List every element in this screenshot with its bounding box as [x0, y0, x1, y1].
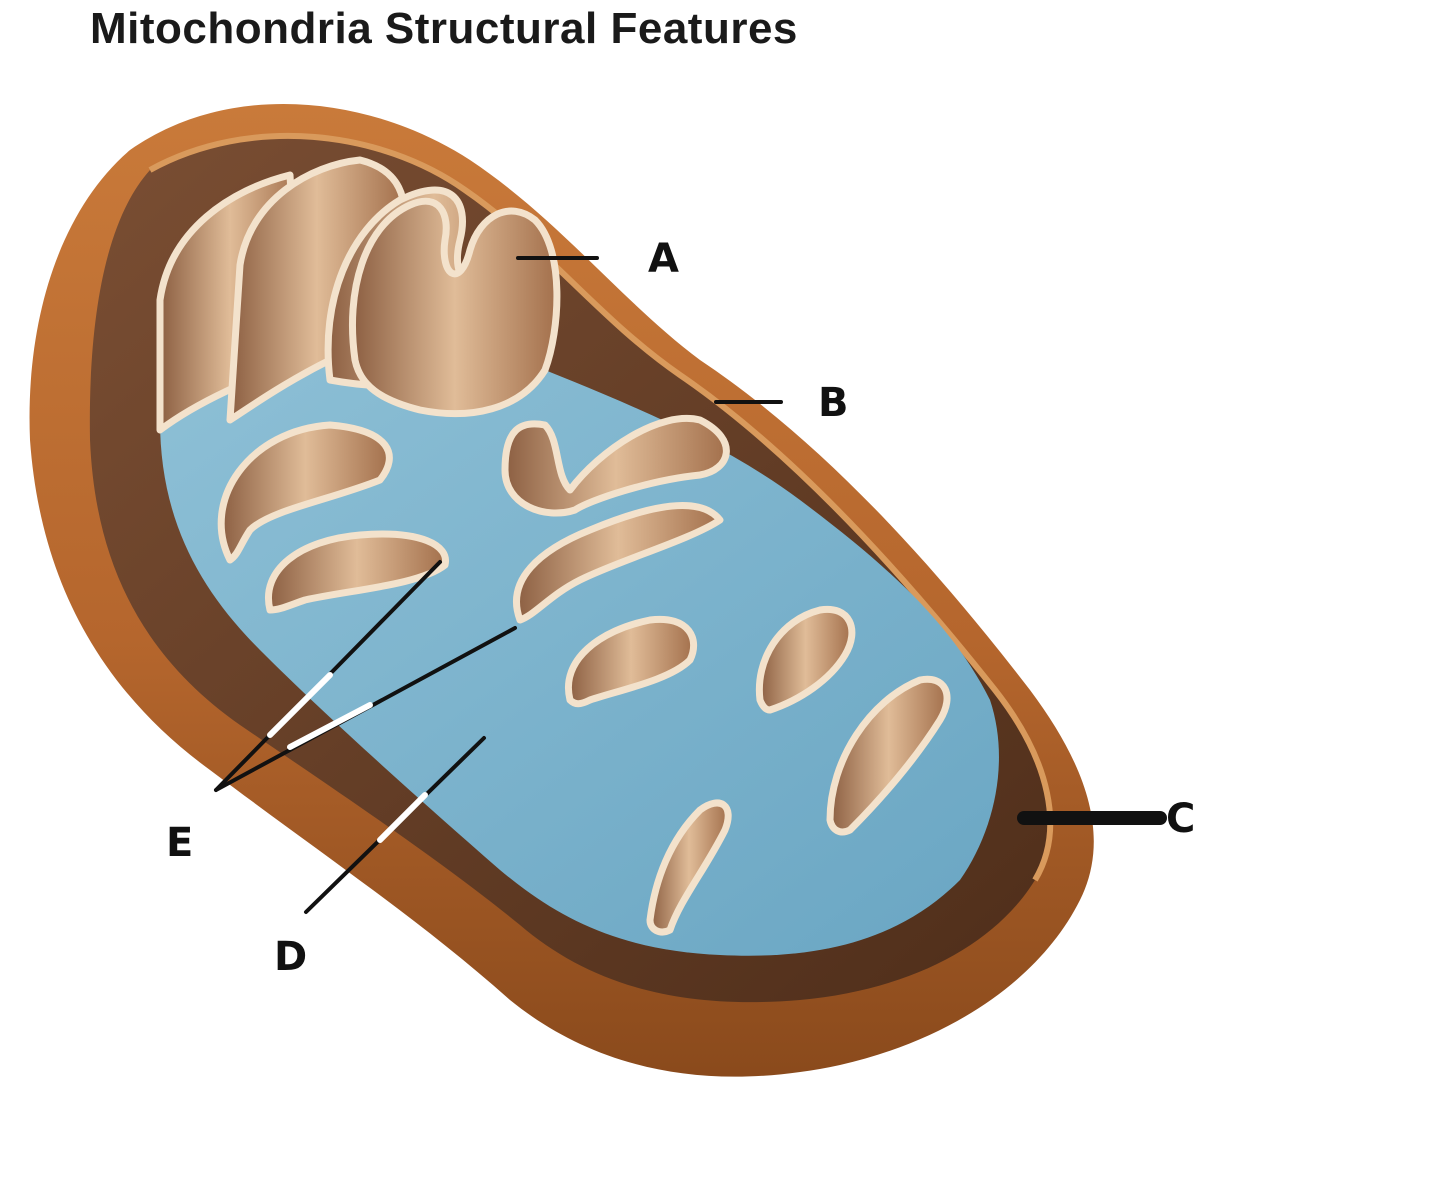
crista-top-left-2 [226, 156, 408, 424]
diagram-title: Mitochondria Structural Features [90, 4, 798, 53]
crista-bottom [646, 799, 732, 936]
leader-line-e1-highlight [267, 672, 333, 738]
leader-line-d-highlight [377, 792, 428, 843]
label-a: A [648, 236, 679, 282]
crista-lower-middle [565, 615, 698, 708]
label-e: E [166, 820, 193, 866]
outer-rim [148, 132, 1054, 882]
leader-line-e2-highlight [287, 702, 373, 750]
crista-a-tower [349, 197, 561, 418]
crista-left-lobe [217, 421, 393, 564]
crista-right-mid [826, 675, 951, 836]
crista-middle-left [265, 530, 449, 614]
label-b: B [818, 380, 849, 426]
crista-right-upper [755, 605, 856, 714]
label-d: D [274, 934, 307, 980]
crista-middle [513, 502, 724, 624]
cristae [156, 156, 951, 936]
leader-highlights [267, 672, 428, 843]
crista-center [501, 415, 730, 517]
matrix [160, 337, 999, 956]
label-c: C [1166, 796, 1195, 842]
